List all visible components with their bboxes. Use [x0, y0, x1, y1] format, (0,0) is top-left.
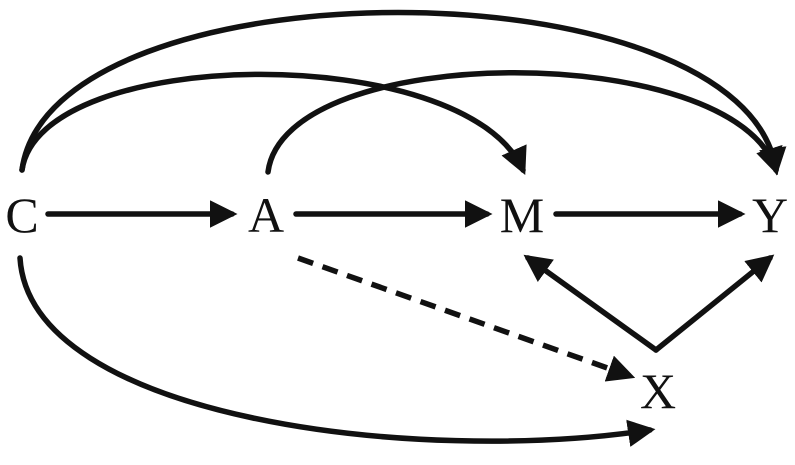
edge-a-to-y	[265, 70, 783, 176]
edge-c-to-m	[19, 71, 527, 176]
edge-a-to-x	[297, 255, 636, 382]
edge-c-to-y	[19, 9, 787, 176]
edge-x-to-y	[653, 254, 775, 353]
edge-c-to-x	[17, 255, 656, 447]
node-c: C	[5, 187, 38, 243]
node-x: X	[640, 363, 676, 419]
node-m: M	[500, 187, 544, 243]
edge-x-to-m	[523, 254, 659, 353]
node-y: Y	[752, 187, 788, 243]
node-a: A	[248, 187, 284, 243]
